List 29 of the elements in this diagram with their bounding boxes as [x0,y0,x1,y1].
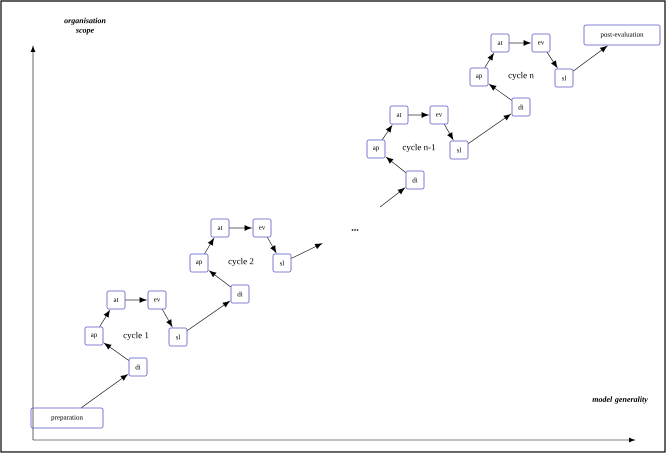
cycle-label: cycle 1 [123,332,148,340]
arrow [209,270,231,288]
arrow [468,114,511,144]
arrow [484,53,494,68]
arrow [81,374,128,408]
arrow [267,237,276,253]
arrow [573,46,608,72]
arrow [104,343,129,361]
arrow [546,52,558,68]
arrow [291,243,322,259]
arrow [489,84,512,101]
arrow [99,310,110,327]
arrow [509,40,531,46]
arrow [408,112,429,118]
arrow [380,188,405,208]
arrow [229,225,252,231]
arrow [444,124,454,140]
arrow [125,297,147,303]
arrow [162,309,172,327]
ellipsis: ... [352,229,358,231]
cycle-label: cycle n-1 [402,144,436,152]
arrow [386,156,406,173]
cycle-label: cycle 2 [228,258,254,266]
arrow [187,300,230,331]
axis-label: model generality [592,396,648,404]
cycle-label: cycle n [508,72,534,80]
arrow [382,125,392,140]
arrow [204,238,214,254]
axis-label: organisation scope [64,18,106,34]
